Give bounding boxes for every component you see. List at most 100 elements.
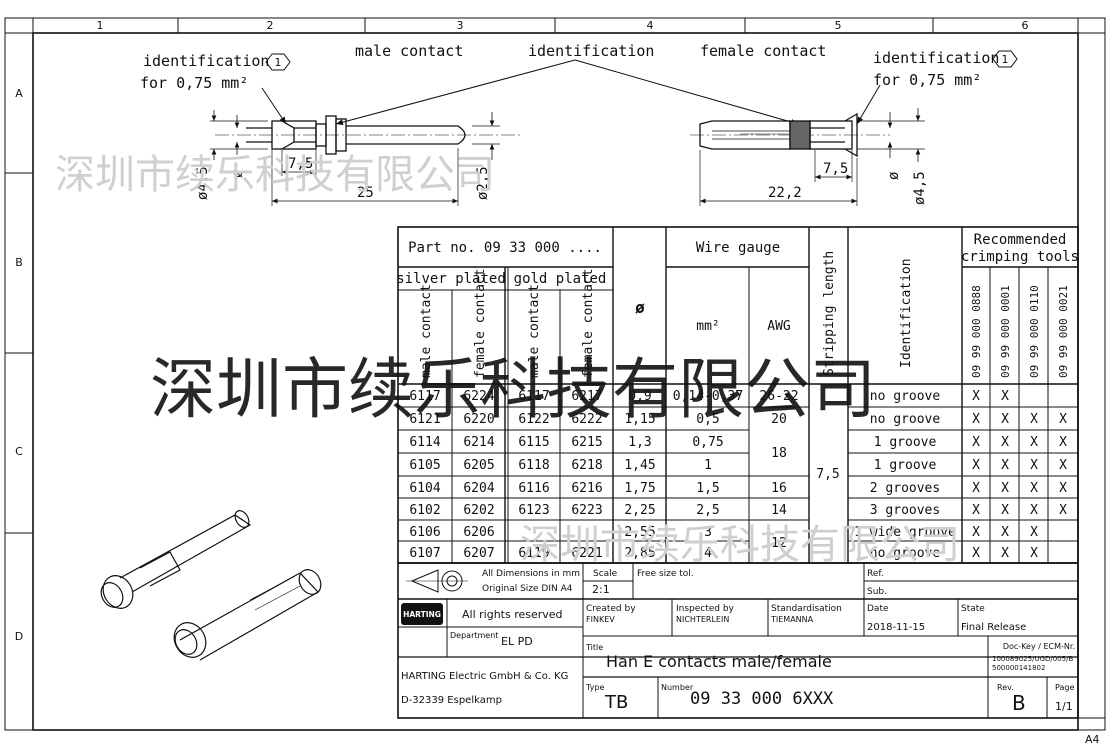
table-cell-tool: X (972, 458, 980, 473)
table-cell-identification: 2 grooves (870, 481, 940, 496)
table-cell-tool: X (1059, 503, 1067, 518)
created-label: Created by (586, 604, 636, 614)
male-header: male contact (527, 284, 542, 378)
date-label: Date (867, 604, 889, 614)
table-cell-d: 2,25 (624, 503, 655, 518)
rev-label: Rev. (997, 683, 1014, 692)
table-cell-tool: X (972, 481, 980, 496)
table-cell-mm2: 0,5 (696, 412, 719, 427)
awg-header: AWG (767, 319, 791, 334)
table-cell-sf: 6220 (463, 412, 494, 427)
table-cell-gf: 6223 (571, 503, 602, 518)
harting-logo: HARTING (401, 603, 443, 625)
scale-value: 2:1 (592, 583, 610, 596)
tool-code: 09 99 000 0110 (1028, 285, 1041, 378)
table-cell-mm2: 1 (704, 458, 712, 473)
harting-logo-text: HARTING (403, 610, 441, 619)
tool-code: 09 99 000 0001 (999, 285, 1012, 378)
diameter-header: ø (635, 298, 645, 317)
table-cell-tool: X (972, 412, 980, 427)
watermark-text: 深圳市续乐科技有限公司 (520, 522, 960, 568)
table-cell-tool: X (972, 525, 980, 540)
dim-7-5-right: 7,5 (823, 161, 848, 177)
row-letters: A B C D (15, 87, 23, 643)
table-cell-d: 2,55 (624, 525, 655, 540)
company-address: D-32339 Espelkamp (401, 695, 502, 706)
table-cell-tool: X (1001, 389, 1009, 404)
table-cell-tool: X (1001, 412, 1009, 427)
table-cell-sf: 6224 (463, 389, 494, 404)
table-cell-gf: 6216 (571, 481, 602, 496)
dim-22-2: 22,2 (768, 185, 802, 201)
sub-label: Sub. (867, 587, 887, 597)
inspected-label: Inspected by (676, 604, 735, 614)
row-letter: A (15, 87, 23, 100)
col-number: 6 (1022, 19, 1029, 32)
type-label: Type (585, 683, 604, 692)
table-cell-tool: X (1030, 525, 1038, 540)
dim-d-left: ø (230, 169, 246, 178)
table-cell-tool: X (1059, 435, 1067, 450)
table-cell-d: 1,75 (624, 481, 655, 496)
female-dimension-texts: 7,5 22,2 ø ø4,5 (768, 161, 928, 205)
table-cell-sm: 6105 (409, 458, 440, 473)
table-cell-gm: 6116 (518, 481, 549, 496)
male-contact-drawing (210, 110, 520, 206)
table-cell-identification: 1 groove (874, 458, 937, 473)
parts-table (397, 226, 1079, 564)
table-cell-sf: 6214 (463, 435, 494, 450)
type-value: TB (604, 692, 628, 713)
page-label: Page (1055, 683, 1074, 692)
gold-plated-header: gold plated (514, 271, 607, 287)
male-header: male contact (419, 284, 434, 378)
table-cell-tool: X (972, 503, 980, 518)
table-cell-tool: X (972, 389, 980, 404)
dim-d25: ø2,5 (475, 166, 491, 200)
table-cell-tool: X (1030, 481, 1038, 496)
number-value: 09 33 000 6XXX (690, 689, 834, 709)
table-cell-mm2: 0,75 (692, 435, 723, 450)
dims-note-1: All Dimensions in mm (482, 569, 580, 579)
table-cell-sf: 6202 (463, 503, 494, 518)
col-number: 1 (97, 19, 104, 32)
table-cell-gm: 6122 (518, 412, 549, 427)
wire-gauge-header: Wire gauge (696, 240, 780, 256)
table-cell-sf: 6205 (463, 458, 494, 473)
table-cell-identification: no groove (870, 389, 941, 404)
table-cell-awg: 16 (771, 481, 787, 496)
part-no-header: Part no. 09 33 000 .... (408, 240, 602, 256)
tool-code: 09 99 000 0888 (970, 285, 983, 378)
table-cell-tool: X (1030, 546, 1038, 561)
table-cell-sm: 6121 (409, 412, 440, 427)
state-value: Final Release (961, 622, 1026, 633)
table-cell-identification: no groove (870, 412, 941, 427)
table-cell-tool: X (1030, 412, 1038, 427)
col-number: 4 (647, 19, 654, 32)
table-cell-gf: 6215 (571, 435, 602, 450)
stripping-length-header: Stripping length (822, 251, 837, 376)
callout-number: 1 (275, 56, 282, 69)
table-cell-gf: 6217 (571, 389, 602, 404)
identification-label: identification (528, 42, 654, 60)
watermark-text: 深圳市续乐科技有限公司 (55, 152, 495, 198)
table-cell-d: 1,15 (624, 412, 655, 427)
doc-key-value: 100089025/UGD/005/B (992, 655, 1073, 663)
table-cell-awg: 20 (771, 412, 787, 427)
created-value: FINKEV (586, 615, 615, 624)
table-cell-identification: 1 groove (874, 435, 937, 450)
col-number: 5 (835, 19, 842, 32)
col-number: 2 (267, 19, 274, 32)
table-cell-sm: 6102 (409, 503, 440, 518)
drawing-title: Han E contacts male/female (606, 652, 832, 671)
tool-code: 09 99 000 0021 (1057, 285, 1070, 378)
scale-label: Scale (593, 569, 618, 579)
watermarks: 深圳市续乐科技有限公司 深圳市续乐科技有限公司 深圳市续乐科技有限公司 (55, 152, 960, 568)
dim-25: 25 (357, 185, 374, 201)
table-cell-gm: 6115 (518, 435, 549, 450)
table-cell-tool: X (1001, 435, 1009, 450)
rights-text: All rights reserved (462, 608, 563, 621)
company-name: HARTING Electric GmbH & Co. KG (401, 671, 568, 682)
department-label: Department (450, 631, 498, 640)
